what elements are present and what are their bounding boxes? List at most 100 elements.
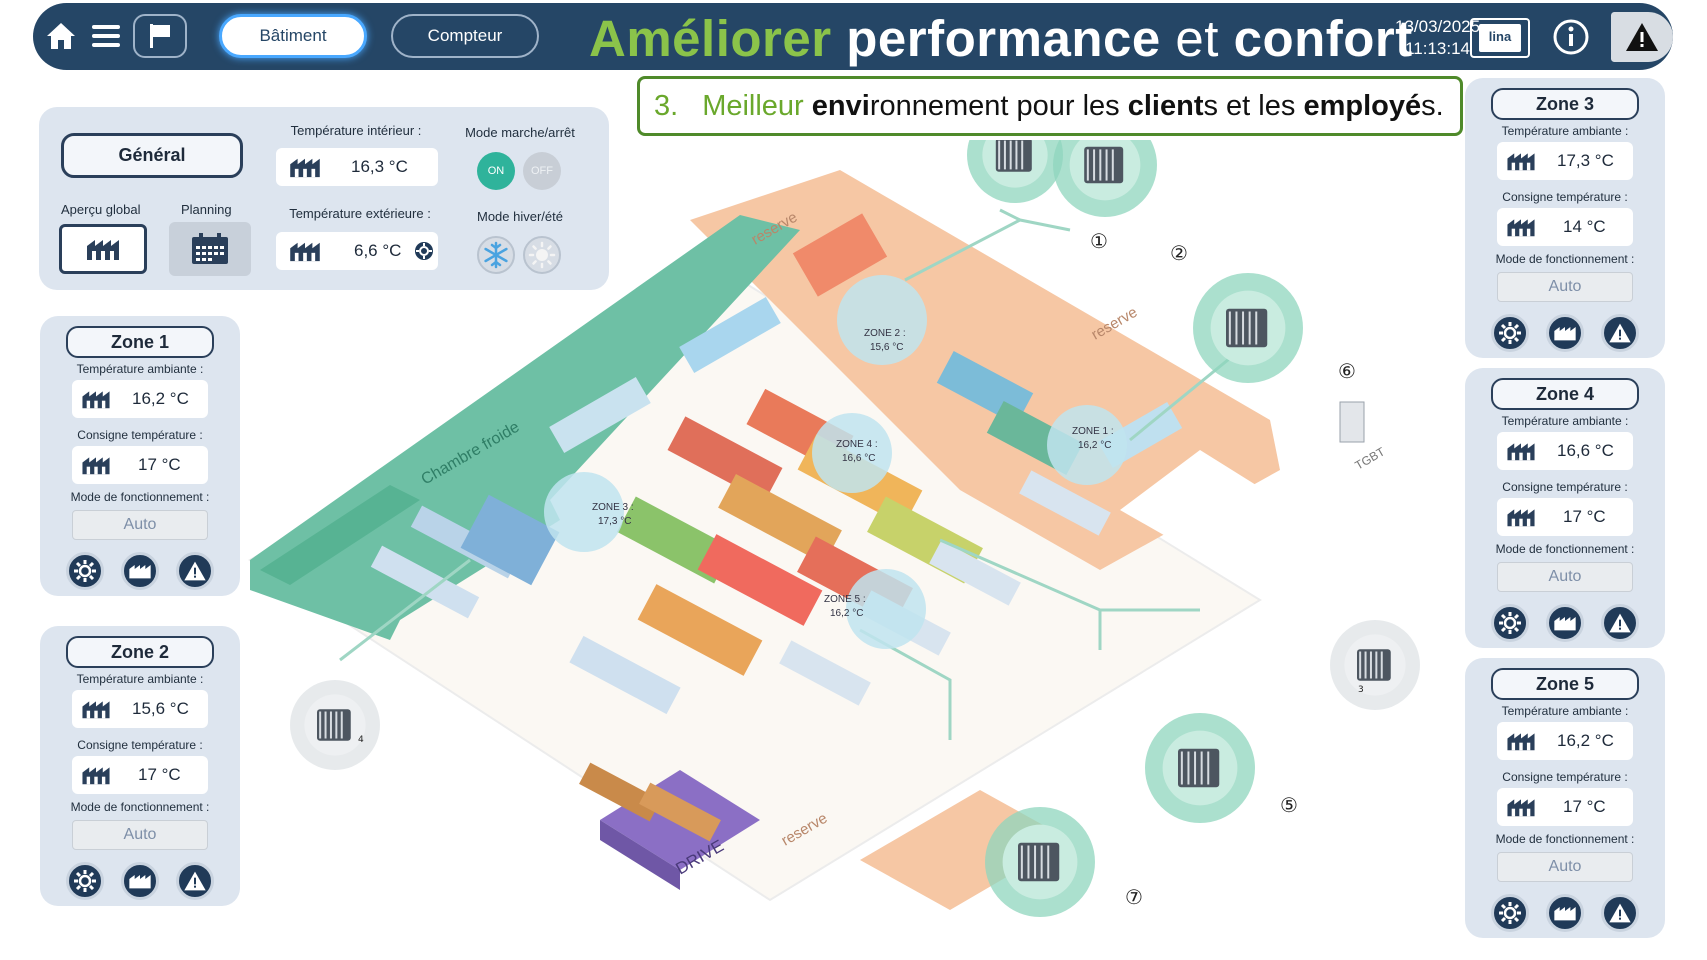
zone-5-alert-button[interactable]: [1601, 894, 1639, 932]
zone-5-overview-button[interactable]: [1546, 894, 1584, 932]
building-icon: [129, 565, 151, 579]
zone-5-setpoint-value[interactable]: 17 °C: [1563, 797, 1606, 816]
zone-3-setpoint-value[interactable]: 14 °C: [1563, 217, 1606, 236]
zone-2-setpoint-value[interactable]: 17 °C: [138, 765, 181, 784]
heater-unit[interactable]: ①: [967, 140, 1108, 253]
heater-units: ②① ⑥ 3 4 ⑤ ⑦: [290, 140, 1420, 917]
overview-label: Aperçu global: [61, 202, 141, 217]
heater-unit[interactable]: 4: [290, 680, 380, 770]
zone-5-mode-select[interactable]: Auto: [1497, 852, 1633, 882]
zone-2-overview-button[interactable]: [121, 862, 159, 900]
zone-4-title[interactable]: Zone 4: [1491, 378, 1639, 410]
info-icon[interactable]: [1551, 17, 1591, 57]
mode-onoff-label: Mode marche/arrêt: [465, 125, 575, 140]
home-icon[interactable]: [43, 19, 79, 53]
building-icon: [1507, 733, 1535, 751]
heater-icon: [1084, 146, 1124, 184]
summer-mode-button[interactable]: [523, 236, 561, 274]
zone-3-title[interactable]: Zone 3: [1491, 88, 1639, 120]
winter-mode-button[interactable]: [477, 236, 515, 274]
zone-5-settings-button[interactable]: [1491, 894, 1529, 932]
zone-3-ambient-value: 17,3 °C: [1557, 151, 1614, 170]
overview-button[interactable]: [59, 224, 147, 274]
zone-5-title[interactable]: Zone 5: [1491, 668, 1639, 700]
zone-4-setpoint-box: 17 °C: [1497, 498, 1633, 536]
subtitle-w3: ronnement pour les: [869, 89, 1120, 122]
title-word-2: performance: [846, 10, 1161, 67]
gear-icon[interactable]: [414, 241, 434, 261]
zone-1-title[interactable]: Zone 1: [66, 326, 214, 358]
building-icon: [1507, 219, 1535, 237]
zone-1-mode-select[interactable]: Auto: [72, 510, 208, 540]
page-title: Améliorer performance et confort: [589, 9, 1413, 68]
zone-4-mode-select[interactable]: Auto: [1497, 562, 1633, 592]
zone-4-setpoint-value[interactable]: 17 °C: [1563, 507, 1606, 526]
zone-3-mode-select[interactable]: Auto: [1497, 272, 1633, 302]
zone-3-overview-button[interactable]: [1546, 314, 1584, 352]
heater-unit[interactable]: ⑥: [1193, 273, 1356, 383]
map-zone-1-l2: 16,2 °C: [1078, 440, 1111, 451]
heater-unit[interactable]: 3: [1330, 620, 1420, 710]
zone-1-overview-button[interactable]: [121, 552, 159, 590]
title-word-1: Améliorer: [589, 10, 832, 67]
heater-unit[interactable]: ⑤: [1145, 713, 1298, 823]
zone-2-mode-select[interactable]: Auto: [72, 820, 208, 850]
lina-logo-text: lina: [1479, 24, 1521, 52]
zone-bubbles: [544, 275, 1127, 649]
zone-4-settings-button[interactable]: [1491, 604, 1529, 642]
heater-number: ⑥: [1338, 359, 1356, 383]
flag-icon[interactable]: [133, 14, 187, 58]
store-floor-map: ZONE 2 : 15,6 °C ZONE 1 : 16,2 °C ZONE 4…: [248, 140, 1420, 917]
zone-5-ambient-value: 16,2 °C: [1557, 731, 1614, 750]
menu-icon[interactable]: [89, 21, 123, 51]
tgbt-area: [1120, 450, 1280, 550]
heater-icon: [995, 140, 1032, 172]
zone-2-title[interactable]: Zone 2: [66, 636, 214, 668]
subtitle-w1: Meilleur: [702, 89, 804, 122]
zone-3-ambient-box: 17,3 °C: [1497, 142, 1633, 180]
zone-1-ambient-box: 16,2 °C: [72, 380, 208, 418]
zone-4-overview-button[interactable]: [1546, 604, 1584, 642]
zone-1-ambient-label: Température ambiante :: [76, 362, 204, 376]
zone-3-bubble: [544, 472, 624, 552]
temp-ext-value: 6,6 °C: [354, 241, 402, 260]
warning-icon: [1609, 613, 1631, 633]
temp-ext-label: Température extérieure :: [289, 206, 431, 221]
zone-1-setpoint-value[interactable]: 17 °C: [138, 455, 181, 474]
zone-3-ambient-label: Température ambiante :: [1501, 124, 1629, 138]
subtitle-w5: s et les: [1203, 89, 1296, 122]
zone-1-setpoint-box: 17 °C: [72, 446, 208, 484]
heater-icon: [1178, 748, 1220, 788]
map-zone-3-l2: 17,3 °C: [598, 516, 631, 527]
heater-number: ⑦: [1125, 885, 1143, 909]
zone-3-alert-button[interactable]: [1601, 314, 1639, 352]
warning-icon: [1609, 323, 1631, 343]
zone-2-settings-button[interactable]: [66, 862, 104, 900]
zone-2-alert-button[interactable]: [176, 862, 214, 900]
zone-5-setpoint-label: Consigne température :: [1502, 770, 1628, 784]
off-toggle[interactable]: OFF: [523, 152, 561, 190]
lina-logo[interactable]: lina: [1470, 18, 1530, 58]
alert-button[interactable]: [1611, 12, 1673, 62]
temp-ext-box: 6,6 °C: [276, 232, 438, 270]
map-zone-1-l1: ZONE 1 :: [1072, 426, 1114, 437]
zone-1-alert-button[interactable]: [176, 552, 214, 590]
building-icon: [1507, 443, 1535, 461]
tab-compteur[interactable]: Compteur: [391, 14, 539, 58]
planning-button[interactable]: [169, 222, 251, 276]
top-bar: Bâtiment Compteur Améliorer performance …: [33, 3, 1673, 70]
zone-3-settings-button[interactable]: [1491, 314, 1529, 352]
building-icon: [290, 158, 320, 178]
general-button[interactable]: Général: [61, 133, 243, 178]
zone-5-ambient-label: Température ambiante :: [1501, 704, 1629, 718]
gear-icon: [1499, 322, 1521, 344]
tab-batiment[interactable]: Bâtiment: [219, 14, 367, 58]
on-toggle[interactable]: ON: [477, 152, 515, 190]
heater-unit[interactable]: ②: [1053, 140, 1188, 265]
heater-unit[interactable]: ⑦: [985, 807, 1143, 917]
map-zone-4-l2: 16,6 °C: [842, 453, 875, 464]
zone-4-alert-button[interactable]: [1601, 604, 1639, 642]
date-text: 13/03/2025: [1395, 17, 1481, 36]
zone-1-settings-button[interactable]: [66, 552, 104, 590]
